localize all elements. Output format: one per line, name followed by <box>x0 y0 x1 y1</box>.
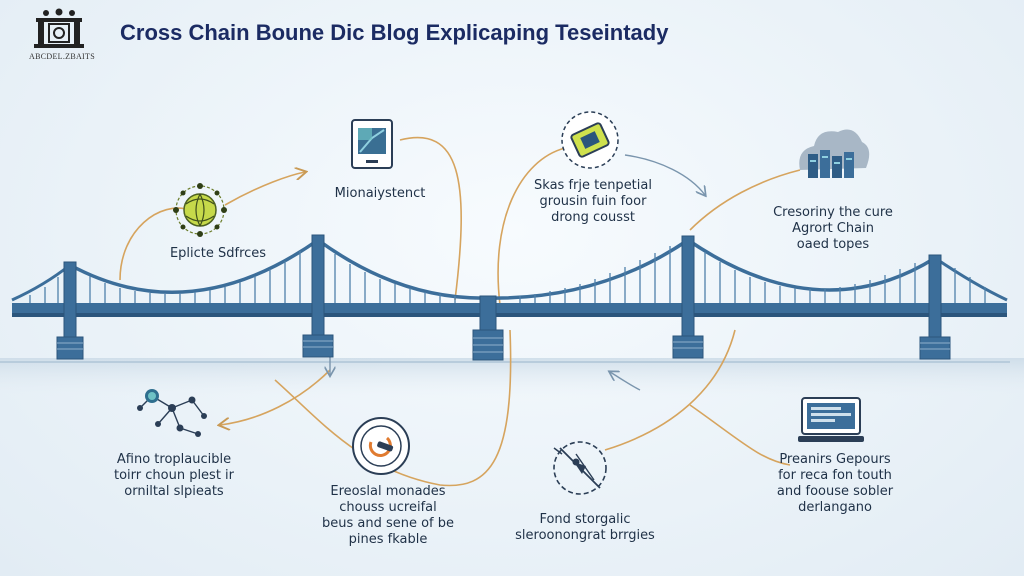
connector-compass <box>604 329 736 451</box>
label-line: toirr choun plest ir <box>113 468 235 483</box>
connector-cloud <box>689 169 801 231</box>
bridge-tower-4 <box>681 235 695 337</box>
page-title: Cross Chain Boune Dic Blog Explicaping T… <box>120 20 669 45</box>
label-disc: Ereoslal monades chouss ucreifal beus an… <box>318 484 458 548</box>
cloud-servers-icon <box>799 129 870 178</box>
bridge-tower-1 <box>63 261 77 338</box>
logo: ABCDEL.ZBAITS <box>22 6 102 66</box>
bridge <box>11 234 1008 361</box>
label-cloud: Cresoriny the cure Agrort Chain oaed top… <box>768 205 898 253</box>
label-line: Fond storgalic <box>539 512 631 527</box>
molecule-network-icon <box>137 389 207 437</box>
label-monitor: Mionaiystenct <box>320 186 440 202</box>
label-line: drong cousst <box>551 210 635 225</box>
label-line: Afino troplaucible <box>116 452 232 467</box>
connector-molecule <box>220 369 331 425</box>
label-line: orniltal slpieats <box>124 484 224 499</box>
connector-disc <box>274 329 512 487</box>
logo-caption: ABCDEL.ZBAITS <box>29 52 95 61</box>
label-network: Eplicte Sdfrces <box>158 246 278 262</box>
label-line: derlangano <box>798 500 872 515</box>
label-chip: Skas frje tenpetial grousin fuin foor dr… <box>528 178 658 226</box>
label-molecule: Afino troplaucible toirr choun plest ir … <box>104 452 244 500</box>
laptop-icon <box>798 397 864 442</box>
connector-chip-arrow <box>624 154 705 195</box>
label-line: sleroonongrat brrgies <box>515 528 655 543</box>
compass-icon <box>553 441 607 495</box>
institution-logo-icon <box>34 8 84 48</box>
connector-lines <box>119 136 801 487</box>
monitor-icon <box>351 119 393 169</box>
label-line: grousin fuin foor <box>539 194 647 209</box>
connector-network-monitor <box>224 172 305 206</box>
bridge-deck <box>12 303 1007 313</box>
connector-laptop <box>689 404 791 466</box>
bridge-tower-2 <box>311 234 325 336</box>
label-line: oaed topes <box>796 237 870 252</box>
label-line: Mionaiystenct <box>334 186 426 201</box>
label-line: Skas frje tenpetial <box>534 178 652 193</box>
label-line: Ereoslal monades <box>330 484 446 499</box>
network-globe-icon <box>173 183 227 237</box>
label-line: pines fkable <box>348 532 428 547</box>
connector-bridge-chip <box>497 147 566 306</box>
label-laptop: Preanirs Gepours for reca fon touth and … <box>770 452 900 516</box>
label-line: and foouse sobler <box>776 484 894 499</box>
connector-compass-arrow <box>610 372 641 391</box>
connector-network <box>119 207 191 281</box>
disc-icon <box>352 417 410 475</box>
label-line: Preanirs Gepours <box>779 452 891 467</box>
label-line: beus and sene of be <box>321 516 455 531</box>
connector-monitor-bridge <box>399 136 462 301</box>
water-reflection <box>0 358 1024 398</box>
label-line: Agrort Chain <box>792 221 874 236</box>
label-line: chouss ucreifal <box>339 500 437 515</box>
label-compass: Fond storgalic sleroonongrat brrgies <box>510 512 660 544</box>
label-line: Cresoriny the cure <box>773 205 893 220</box>
bridge-tower-5 <box>928 254 942 338</box>
chip-icon <box>561 111 619 169</box>
label-line: Eplicte Sdfrces <box>169 246 267 261</box>
label-line: for reca fon touth <box>778 468 892 483</box>
